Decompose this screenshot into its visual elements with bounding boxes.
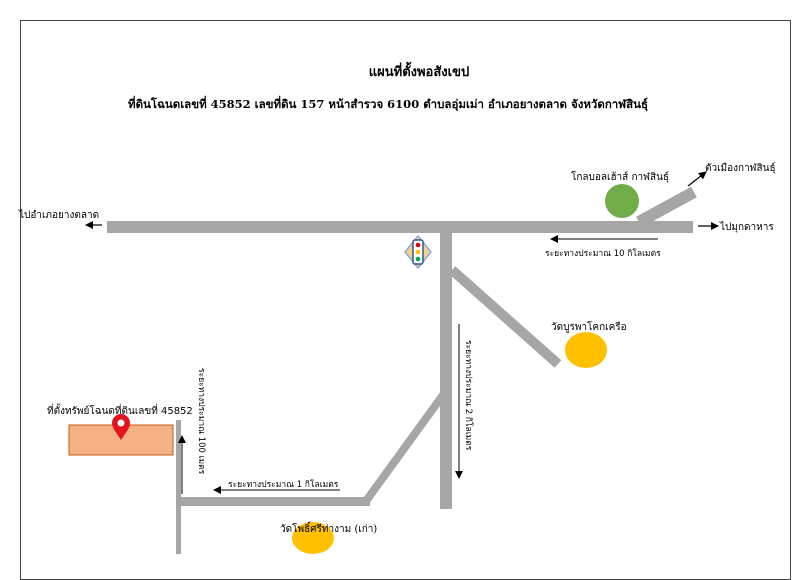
golf-course-marker [605, 184, 639, 218]
label-distance-100m: ระยะทางประมาณ 100 เมตร [196, 368, 206, 475]
label-to-mukdahan: ไปมุกดาหาร [720, 222, 774, 233]
temple-burapha-marker [565, 332, 607, 368]
label-to-kalasin-city: ตัวเมืองกาฬสินธุ์ [705, 163, 776, 174]
location-pin-icon [112, 414, 130, 440]
label-property: ที่ตั้งทรัพย์โฉนดที่ดินเลขที่ 45852 [47, 406, 193, 417]
diagonal-road [362, 392, 447, 504]
access-road [176, 420, 181, 554]
label-to-yang-talat: ไปอำเภอยางตลาด [19, 210, 100, 221]
label-temple-pho-si: วัดโพธิ์ศรีท่างาม (เก่า) [280, 524, 378, 535]
map-title: แผนที่ตั้งพอสังเขป [368, 65, 470, 80]
main-side-road [440, 233, 452, 509]
traffic-light-icon [404, 234, 432, 270]
label-distance-10km: ระยะทางประมาณ 10 กิโลเมตร [545, 249, 661, 259]
map-subtitle: ที่ดินโฉนดเลขที่ 45852 เลขที่ดิน 157 หน้… [127, 97, 649, 111]
temple-pho-si-marker [292, 522, 334, 554]
label-temple-burapha: วัดบูรพาโคกเครือ [551, 322, 627, 333]
label-distance-1km: ระยะทางประมาณ 1 กิโลเมตร [228, 480, 339, 490]
arrow-to-kalasin-city [687, 171, 707, 187]
label-distance-2km: ระยะทางประมาณ 2 กิโลเมตร [463, 340, 473, 451]
road-to-kalasin [636, 186, 697, 228]
label-golf-course: โกลบอลเฮ้าส์ กาฬสินธุ์ [571, 172, 670, 183]
road-to-temple-burapha [448, 266, 562, 368]
local-road [177, 497, 370, 506]
main-highway-road [107, 221, 693, 233]
